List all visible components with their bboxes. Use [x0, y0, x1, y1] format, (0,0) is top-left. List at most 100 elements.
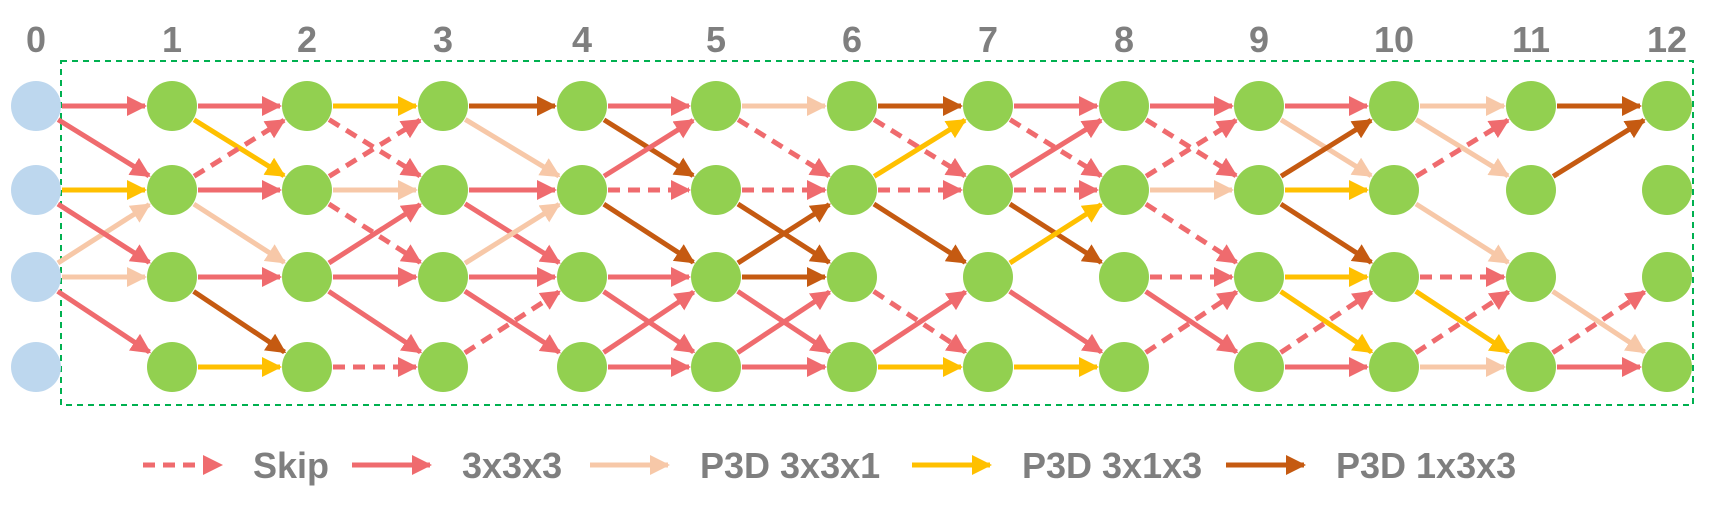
column-label-3: 3	[433, 19, 453, 60]
edge-skip	[1144, 117, 1238, 178]
edge-p3d-3x1x3	[872, 118, 967, 179]
node-10-3	[1369, 342, 1419, 392]
legend-label-p3d-3x1x3: P3D 3x1x3	[1022, 445, 1202, 486]
node-6-0	[827, 81, 877, 131]
node-5-2	[691, 252, 741, 302]
edge-p3d-3x1x3	[1008, 202, 1103, 266]
node-10-2	[1369, 252, 1419, 302]
node-12-2	[1642, 252, 1692, 302]
edge-conv3x3x3	[1008, 118, 1103, 179]
edge-skip	[1008, 117, 1103, 178]
edge-p3d-1x3x3	[872, 201, 967, 265]
input-node-0-2	[11, 252, 61, 302]
node-2-1	[282, 165, 332, 215]
column-label-4: 4	[572, 19, 592, 60]
nodes	[11, 81, 1692, 392]
column-label-9: 9	[1249, 19, 1269, 60]
edges	[56, 96, 1647, 377]
edge-conv3x3x3	[56, 117, 151, 178]
node-1-2	[147, 252, 197, 302]
edge-skip	[1144, 201, 1238, 265]
node-1-1	[147, 165, 197, 215]
node-11-3	[1506, 342, 1556, 392]
node-7-2	[963, 252, 1013, 302]
node-5-1	[691, 165, 741, 215]
edge-skip	[1144, 118, 1238, 179]
node-4-2	[557, 252, 607, 302]
legend-label-p3d-3x3x1: P3D 3x3x1	[700, 445, 880, 486]
node-4-0	[557, 81, 607, 131]
edge-skip	[1551, 289, 1647, 355]
node-11-2	[1506, 252, 1556, 302]
edge-p3d-1x3x3	[736, 202, 831, 266]
node-7-3	[963, 342, 1013, 392]
node-12-3	[1642, 342, 1692, 392]
column-label-6: 6	[842, 19, 862, 60]
edge-p3d-1x3x3	[192, 289, 287, 355]
edge-p3d-3x3x1	[1414, 201, 1510, 265]
column-label-10: 10	[1374, 19, 1414, 60]
edge-conv3x3x3	[1008, 289, 1104, 355]
node-4-1	[557, 165, 607, 215]
node-4-3	[557, 342, 607, 392]
node-3-2	[418, 252, 468, 302]
node-12-1	[1642, 165, 1692, 215]
node-9-3	[1234, 342, 1284, 392]
edge-conv3x3x3	[327, 289, 423, 355]
edge-conv3x3x3	[736, 289, 832, 355]
edge-skip	[327, 118, 422, 179]
node-6-3	[827, 342, 877, 392]
node-9-1	[1234, 165, 1284, 215]
node-3-0	[418, 81, 468, 131]
edge-p3d-1x3x3	[1551, 118, 1646, 179]
node-2-0	[282, 81, 332, 131]
search-space-frame	[60, 60, 1694, 406]
node-11-0	[1506, 81, 1556, 131]
edge-p3d-3x3x1	[192, 201, 286, 265]
input-node-0-0	[11, 81, 61, 131]
edge-p3d-3x3x1	[463, 202, 561, 266]
edge-skip	[1279, 289, 1374, 355]
edge-conv3x3x3	[327, 202, 422, 266]
edge-p3d-1x3x3	[1279, 118, 1373, 179]
node-9-2	[1234, 252, 1284, 302]
node-11-1	[1506, 165, 1556, 215]
node-1-0	[147, 81, 197, 131]
edge-conv3x3x3	[1144, 289, 1239, 355]
column-label-11: 11	[1512, 19, 1550, 60]
edge-skip	[327, 201, 422, 265]
node-3-1	[418, 165, 468, 215]
node-5-3	[691, 342, 741, 392]
edge-conv3x3x3	[56, 201, 151, 265]
edge-p3d-3x1x3	[1414, 289, 1511, 355]
edge-conv3x3x3	[602, 289, 696, 355]
edge-conv3x3x3	[56, 289, 152, 355]
edge-conv3x3x3	[872, 289, 968, 355]
column-label-0: 0	[26, 19, 46, 60]
node-3-3	[418, 342, 468, 392]
node-9-0	[1234, 81, 1284, 131]
column-label-1: 1	[162, 19, 182, 60]
edge-p3d-1x3x3	[1279, 201, 1373, 265]
edge-skip	[327, 117, 422, 178]
edge-p3d-3x3x1	[463, 117, 561, 179]
node-1-3	[147, 342, 197, 392]
legend-label-conv3x3x3: 3x3x3	[462, 445, 562, 486]
edge-p3d-1x3x3	[602, 202, 696, 265]
node-7-1	[963, 165, 1013, 215]
node-8-2	[1099, 252, 1149, 302]
column-label-7: 7	[978, 19, 998, 60]
input-node-0-1	[11, 165, 61, 215]
edge-p3d-3x1x3	[1279, 289, 1374, 355]
node-6-2	[827, 252, 877, 302]
edge-skip	[1144, 289, 1239, 355]
node-2-2	[282, 252, 332, 302]
edge-skip	[872, 117, 967, 178]
edge-p3d-3x3x1	[1414, 117, 1510, 179]
edge-p3d-3x3x1	[1551, 289, 1647, 355]
edge-skip	[1414, 117, 1510, 179]
edge-skip	[192, 118, 286, 179]
edge-conv3x3x3	[602, 118, 695, 179]
edge-p3d-3x1x3	[192, 117, 286, 178]
